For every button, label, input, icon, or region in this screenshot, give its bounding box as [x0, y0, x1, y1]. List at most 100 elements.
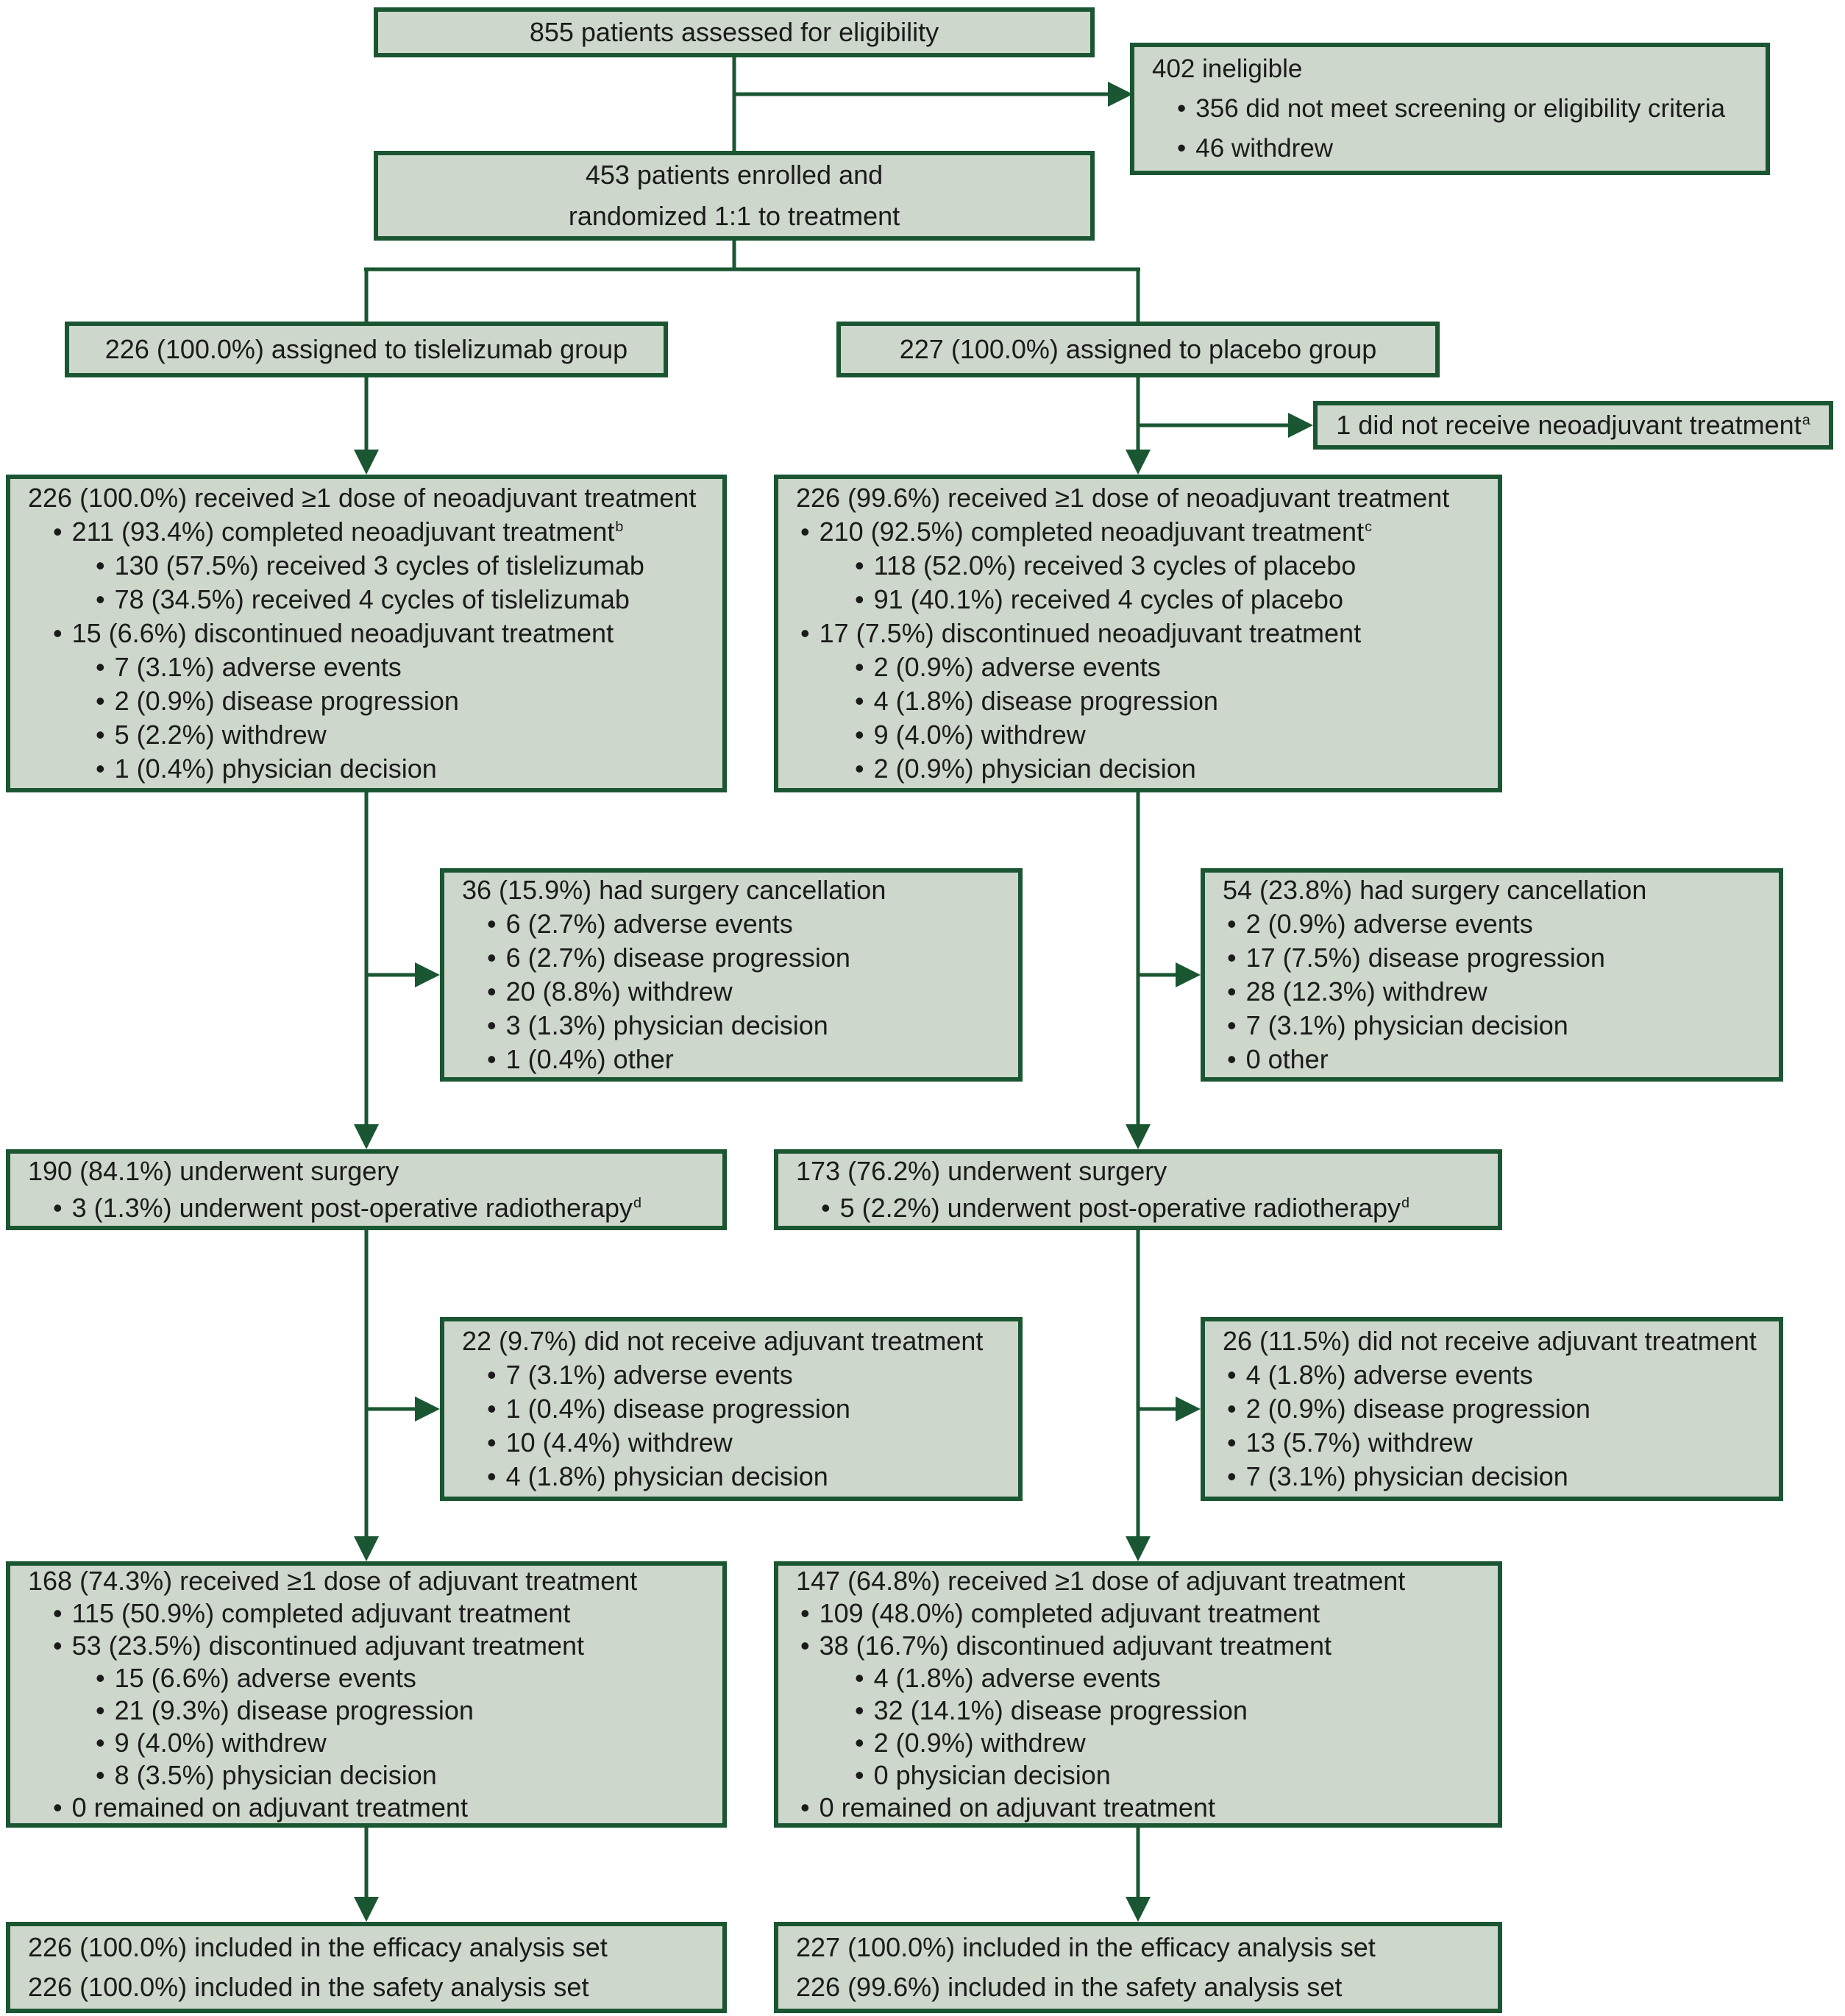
- bullet-icon: •: [1227, 1427, 1237, 1458]
- bullet-icon: •: [487, 1461, 497, 1491]
- box-neoadjuvant-tislelizumab: 226 (100.0%) received ≥1 dose of neoadju…: [6, 475, 727, 792]
- bullet-icon: •: [487, 1394, 497, 1424]
- box-text: 1 did not receive neoadjuvant treatment: [1336, 410, 1802, 440]
- box-text-line: •4 (1.8%) adverse events: [1223, 1358, 1533, 1392]
- box-text: 226 (100.0%) assigned to tislelizumab gr…: [104, 334, 628, 364]
- box-text: 20 (8.8%) withdrew: [505, 976, 733, 1007]
- box-underwent-surgery-tislelizumab: 190 (84.1%) underwent surgery•3 (1.3%) u…: [6, 1149, 727, 1230]
- bullet-icon: •: [855, 720, 864, 750]
- box-text: 0 remained on adjuvant treatment: [71, 1792, 468, 1822]
- box-text-line: 168 (74.3%) received ≥1 dose of adjuvant…: [28, 1565, 637, 1597]
- bullet-icon: •: [1227, 909, 1237, 939]
- box-text-line: •118 (52.0%) received 3 cycles of placeb…: [796, 549, 1356, 583]
- box-text: 4 (1.8%) adverse events: [1245, 1360, 1533, 1390]
- box-text: 2 (0.9%) physician decision: [873, 753, 1196, 784]
- box-text-line: •2 (0.9%) disease progression: [28, 684, 459, 718]
- box-text-line: 226 (100.0%) received ≥1 dose of neoadju…: [28, 481, 696, 515]
- box-text-line: 173 (76.2%) underwent surgery: [796, 1153, 1167, 1190]
- box-text-line: •2 (0.9%) withdrew: [796, 1727, 1086, 1759]
- box-text: 1 (0.4%) disease progression: [505, 1394, 850, 1424]
- box-text-line: • 4 (1.8%) adverse events: [796, 1662, 1161, 1694]
- bullet-icon: •: [800, 1630, 810, 1661]
- box-surgery-cancellation-placebo: 54 (23.8%) had surgery cancellation•2 (0…: [1201, 868, 1783, 1082]
- arrowhead-icon: [1288, 413, 1313, 438]
- box-text-line: 227 (100.0%) included in the efficacy an…: [796, 1928, 1376, 1967]
- box-text-line: •15 (6.6%) discontinued neoadjuvant trea…: [28, 617, 614, 650]
- bullet-icon: •: [800, 1598, 810, 1628]
- box-text-line: •17 (7.5%) disease progression: [1223, 941, 1605, 975]
- bullet-icon: •: [821, 1193, 831, 1223]
- box-text: 4 (1.8%) adverse events: [873, 1663, 1161, 1693]
- box-analysis-sets-placebo: 227 (100.0%) included in the efficacy an…: [774, 1922, 1502, 2013]
- box-text-line: •32 (14.1%) disease progression: [796, 1694, 1248, 1727]
- bullet-icon: •: [1227, 1044, 1237, 1074]
- box-text-line: •2 (0.9%) physician decision: [796, 752, 1196, 786]
- box-text: 115 (50.9%) completed adjuvant treatment: [71, 1598, 571, 1628]
- box-text-line: •53 (23.5%) discontinued adjuvant treatm…: [28, 1630, 584, 1662]
- box-text-line: • 0 other: [1223, 1043, 1329, 1076]
- box-adjuvant-placebo: 147 (64.8%) received ≥1 dose of adjuvant…: [774, 1561, 1502, 1828]
- box-text-line: 453 patients enrolled and: [586, 155, 883, 196]
- box-text: 8 (3.5%) physician decision: [114, 1760, 437, 1790]
- box-text: 4 (1.8%) disease progression: [873, 686, 1218, 716]
- box-text-line: 54 (23.8%) had surgery cancellation: [1223, 873, 1646, 907]
- box-text: 78 (34.5%) received 4 cycles of tisleliz…: [114, 584, 630, 614]
- box-text: 210 (92.5%) completed neoadjuvant treatm…: [819, 517, 1365, 547]
- bullet-icon: •: [96, 652, 105, 682]
- footnote-marker: d: [1401, 1195, 1410, 1211]
- bullet-icon: •: [487, 976, 497, 1007]
- box-text: 21 (9.3%) disease progression: [114, 1695, 474, 1725]
- box-text-line: •3 (1.3%) physician decision: [462, 1009, 828, 1043]
- box-text: 356 did not meet screening or eligibilit…: [1195, 94, 1726, 123]
- bullet-icon: •: [855, 652, 864, 682]
- box-text-line: • 1 (0.4%) disease progression: [462, 1392, 850, 1426]
- arrowhead-icon: [354, 450, 379, 475]
- box-text-line: • 5 (2.2%) withdrew: [28, 718, 327, 752]
- box-text: 1 (0.4%) physician decision: [114, 753, 437, 784]
- box-text-line: 402 ineligible: [1152, 49, 1302, 89]
- box-assigned-placebo: 227 (100.0%) assigned to placebo group: [836, 322, 1440, 377]
- box-text: 5 (2.2%) withdrew: [114, 720, 327, 750]
- box-ineligible: 402 ineligible•356 did not meet screenin…: [1130, 43, 1770, 175]
- box-text-line: • 5 (2.2%) underwent post-operative radio…: [796, 1190, 1409, 1227]
- box-text: 28 (12.3%) withdrew: [1245, 976, 1487, 1007]
- bullet-icon: •: [855, 1663, 864, 1693]
- box-no-adjuvant-placebo: 26 (11.5%) did not receive adjuvant trea…: [1201, 1317, 1783, 1501]
- box-text-line: 226 (99.6%) received ≥1 dose of neoadjuv…: [796, 481, 1449, 515]
- box-text: 38 (16.7%) discontinued adjuvant treatme…: [819, 1630, 1332, 1661]
- box-text: 227 (100.0%) assigned to placebo group: [899, 334, 1377, 364]
- box-text-line: •28 (12.3%) withdrew: [1223, 975, 1487, 1009]
- bullet-icon: •: [1227, 1394, 1237, 1424]
- box-text-line: •91 (40.1%) received 4 cycles of placebo: [796, 583, 1343, 617]
- box-neoadjuvant-placebo: 226 (99.6%) received ≥1 dose of neoadjuv…: [774, 475, 1502, 792]
- box-text-line: •211 (93.4%) completed neoadjuvant treat…: [28, 515, 623, 549]
- box-text-line: •115 (50.9%) completed adjuvant treatmen…: [28, 1597, 570, 1630]
- bullet-icon: •: [800, 618, 810, 648]
- box-surgery-cancellation-tislelizumab: 36 (15.9%) had surgery cancellation • 6 (2…: [440, 868, 1023, 1082]
- box-text-line: •4 (1.8%) physician decision: [462, 1460, 828, 1494]
- box-text: 227 (100.0%) included in the efficacy an…: [796, 1932, 1376, 1962]
- box-underwent-surgery-placebo: 173 (76.2%) underwent surgery• 5 (2.2%) u…: [774, 1149, 1502, 1230]
- box-text: 2 (0.9%) disease progression: [1245, 1394, 1590, 1424]
- box-text-line: •17 (7.5%) discontinued neoadjuvant trea…: [796, 617, 1361, 650]
- box-text-line: •21 (9.3%) disease progression: [28, 1694, 474, 1727]
- box-text-line: •46 withdrew: [1152, 129, 1333, 168]
- box-text: 226 (100.0%) received ≥1 dose of neoadju…: [28, 483, 697, 513]
- box-text: 402 ineligible: [1152, 54, 1303, 83]
- box-text-line: •9 (4.0%) withdrew: [796, 718, 1086, 752]
- box-text-line: •0 remained on adjuvant treatment: [796, 1792, 1215, 1824]
- box-text-line: 36 (15.9%) had surgery cancellation: [462, 873, 886, 907]
- arrowhead-icon: [354, 1536, 379, 1561]
- box-text: 147 (64.8%) received ≥1 dose of adjuvant…: [796, 1566, 1406, 1596]
- box-text: 0 other: [1245, 1044, 1329, 1074]
- box-text-line: 226 (100.0%) assigned to tislelizumab gr…: [105, 333, 628, 366]
- bullet-icon: •: [96, 720, 105, 750]
- box-text: 3 (1.3%) underwent post-operative radiot…: [71, 1193, 633, 1223]
- arrowhead-icon: [354, 1124, 379, 1149]
- bullet-icon: •: [96, 584, 105, 614]
- box-no-adjuvant-tislelizumab: 22 (9.7%) did not receive adjuvant treat…: [440, 1317, 1023, 1501]
- box-not-received-neoadjuvant: 1 did not receive neoadjuvant treatmenta: [1313, 401, 1833, 450]
- box-text: 6 (2.7%) adverse events: [505, 909, 793, 939]
- box-text-line: •3 (1.3%) underwent post-operative radio…: [28, 1190, 641, 1227]
- box-text: 5 (2.2%) underwent post-operative radiot…: [839, 1193, 1401, 1223]
